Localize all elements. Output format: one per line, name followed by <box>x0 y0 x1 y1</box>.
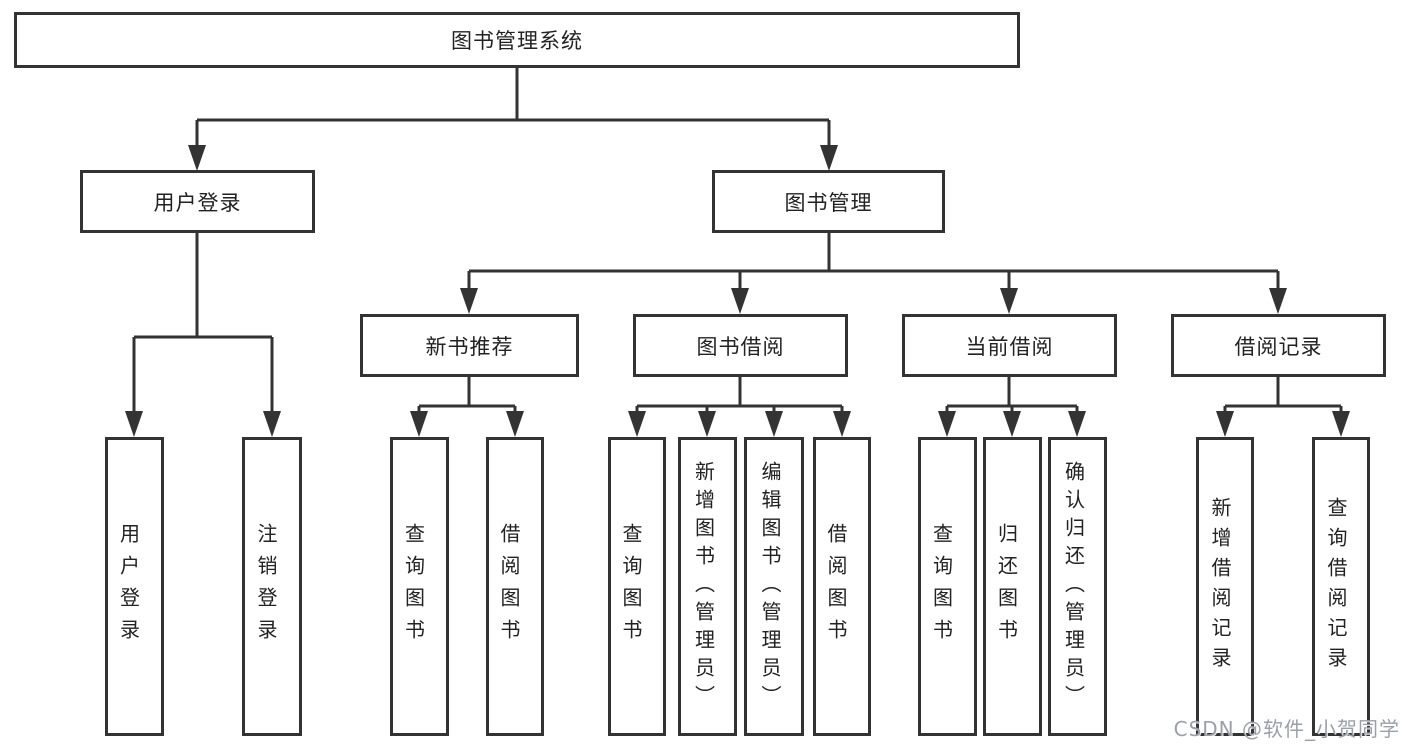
leaf-edit-books-admin: 编辑图书（管理员） <box>744 437 804 736</box>
leaf-query-books-borrow: 查询图书 <box>608 437 666 736</box>
csdn-watermark: CSDN @软件_小贺同学 <box>1173 717 1400 741</box>
node-library-system: 图书管理系统 <box>14 12 1020 68</box>
node-current-borrow: 当前借阅 <box>902 314 1117 377</box>
connector-root-to-level2 <box>188 68 838 171</box>
connector-user-login-to-leaves <box>125 233 281 437</box>
leaf-add-books-admin: 新增图书（管理员） <box>678 437 737 736</box>
connector-book-mgmt-to-level3 <box>460 233 1287 314</box>
node-borrow-records: 借阅记录 <box>1171 314 1386 377</box>
leaf-query-borrow-record: 查询借阅记录 <box>1312 437 1370 736</box>
connector-new-book-to-leaves <box>410 377 524 437</box>
connector-borrow-record-to-leaves <box>1216 377 1350 437</box>
connector-current-borrow-to-leaves <box>938 377 1086 437</box>
leaf-borrow-books: 借阅图书 <box>813 437 871 736</box>
leaf-borrow-books-recommend: 借阅图书 <box>486 437 544 736</box>
leaf-add-borrow-record: 新增借阅记录 <box>1196 437 1254 736</box>
node-new-book-recommend: 新书推荐 <box>360 314 579 377</box>
node-book-management: 图书管理 <box>712 170 945 233</box>
leaf-return-books: 归还图书 <box>983 437 1042 736</box>
leaf-user-login: 用户登录 <box>105 437 164 736</box>
leaf-logout: 注销登录 <box>242 437 302 736</box>
node-user-login: 用户登录 <box>80 170 315 233</box>
connector-book-borrow-to-leaves <box>628 377 851 437</box>
leaf-query-books-current: 查询图书 <box>918 437 977 736</box>
leaf-query-books-recommend: 查询图书 <box>390 437 449 736</box>
node-book-borrow: 图书借阅 <box>633 314 848 377</box>
leaf-confirm-return-admin: 确认归还（管理员） <box>1048 437 1107 736</box>
